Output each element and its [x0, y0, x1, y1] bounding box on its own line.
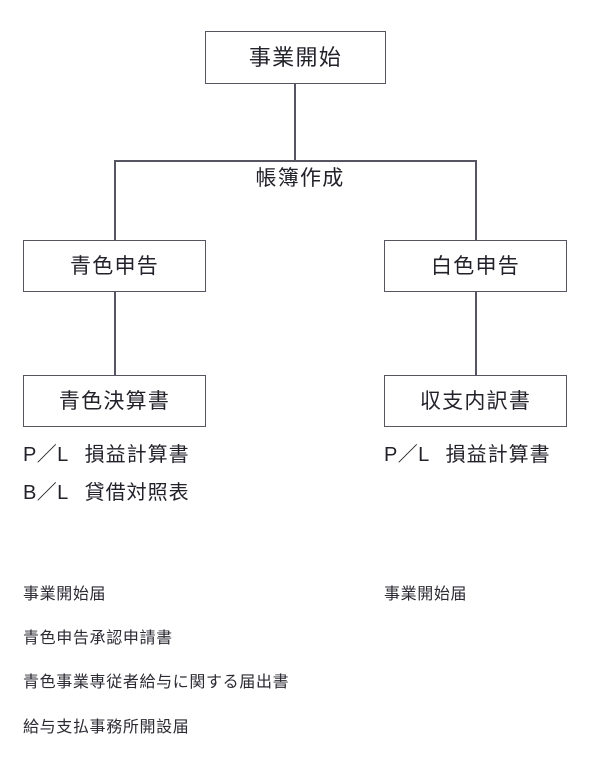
document-list-white: P／L 損益計算書 [384, 443, 594, 481]
document-list-blue: P／L 損益計算書 B／L 貸借対照表 [23, 443, 373, 519]
document-name: 貸借対照表 [84, 482, 190, 504]
branch-caption-bookkeeping: 帳簿作成 [255, 167, 345, 190]
node-business-start-label: 事業開始 [248, 44, 343, 70]
node-blue-return: 青色申告 [23, 240, 206, 292]
form-item: 給与支払事務所開設届 [23, 718, 190, 736]
form-item: 事業開始届 [23, 586, 107, 603]
node-white-return: 白色申告 [384, 240, 567, 292]
node-blue-return-label: 青色申告 [69, 254, 160, 278]
node-white-statement-label: 収支内訳書 [419, 389, 532, 413]
document-item: P／L 損益計算書 [384, 443, 594, 467]
document-item: P／L 損益計算書 [23, 443, 373, 467]
node-white-statement: 収支内訳書 [384, 375, 567, 427]
connector-branch-bar [114, 160, 476, 162]
node-business-start: 事業開始 [205, 31, 386, 84]
document-item: B／L 貸借対照表 [23, 481, 373, 505]
connector-start-to-branch [294, 84, 296, 162]
form-item: 青色申告承認申請書 [23, 630, 173, 648]
node-blue-statement-label: 青色決算書 [58, 389, 171, 413]
connector-branch-to-blue-return [114, 160, 116, 241]
document-code: B／L [23, 482, 69, 504]
form-item: 事業開始届 [384, 586, 468, 603]
document-code: P／L [384, 444, 430, 466]
node-blue-statement: 青色決算書 [23, 375, 206, 427]
document-name: 損益計算書 [84, 444, 190, 466]
connector-blue-return-to-blue-statement [114, 291, 116, 376]
document-code: P／L [23, 444, 69, 466]
connector-branch-to-white-return [475, 160, 477, 241]
form-list-white: 事業開始届 [384, 585, 594, 629]
node-white-return-label: 白色申告 [430, 254, 521, 278]
form-list-blue: 事業開始届 青色申告承認申請書 青色事業専従者給与に関する届出書 給与支払事務所… [23, 585, 373, 762]
connector-white-return-to-white-statement [475, 291, 477, 376]
form-item: 青色事業専従者給与に関する届出書 [23, 674, 290, 692]
document-name: 損益計算書 [445, 444, 551, 466]
